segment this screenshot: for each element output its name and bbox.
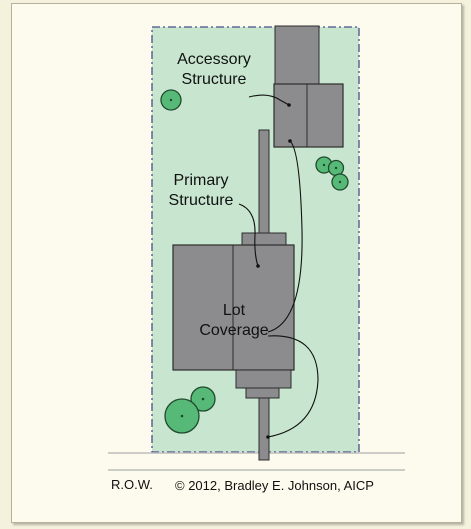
accessory-leader (248, 94, 290, 106)
rear-porch-inner (245, 387, 280, 399)
accessory-label-line2: Structure (182, 71, 247, 88)
tree-large-bottom-left (164, 386, 216, 434)
coverage-label-line2: Coverage (199, 322, 268, 339)
row-label: R.O.W. (111, 477, 153, 492)
coverage-leader-driveway (267, 335, 319, 438)
primary-leader (238, 203, 259, 267)
coverage-leader-accessory (267, 140, 303, 333)
copyright-text: © 2012, Bradley E. Johnson, AICP (175, 478, 374, 493)
tree-small-left (160, 89, 182, 111)
accessory-structure (273, 83, 344, 148)
tree-cluster-right (315, 156, 349, 191)
rear-porch-outer (235, 369, 292, 389)
accessory-structure-upper (274, 25, 320, 85)
primary-label-line1: Primary (173, 172, 228, 189)
front-porch (241, 232, 287, 246)
coverage-label-line1: Lot (223, 302, 246, 319)
accessory-label-line1: Accessory (177, 51, 251, 68)
primary-label-line2: Structure (169, 192, 234, 209)
